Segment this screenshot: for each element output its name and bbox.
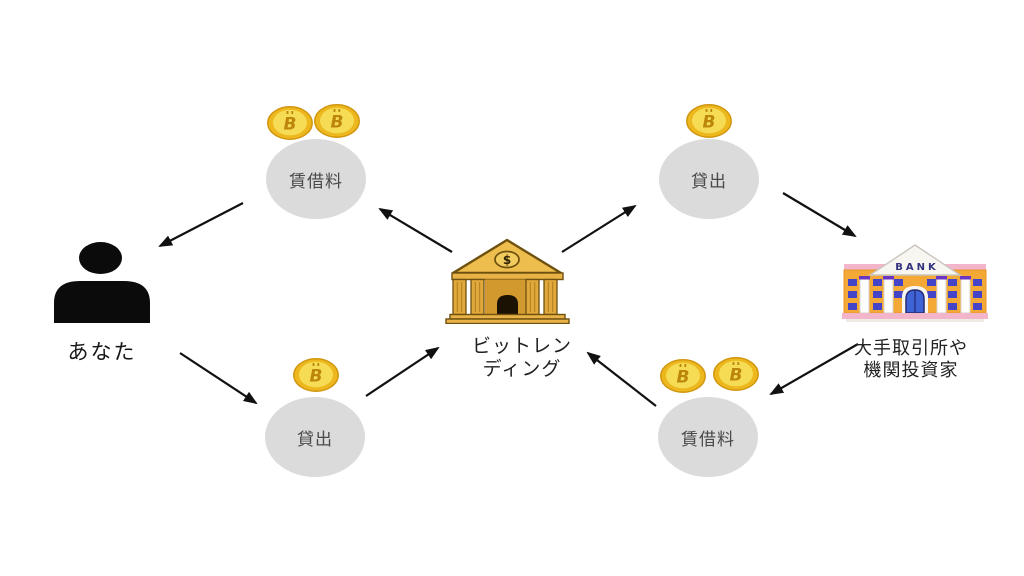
institution-base-band: [842, 313, 988, 319]
bitlending-label-line2: ディング: [482, 358, 562, 381]
coin-tick: [710, 109, 713, 112]
coin-b-glyph: B: [331, 113, 344, 133]
coin-tick: [684, 364, 687, 367]
coin-tick: [291, 111, 294, 114]
bubble-rent-top: 賃借料: [266, 139, 366, 219]
institution-sign: BANK: [895, 262, 938, 273]
bitlending-bank-icon: $: [445, 238, 570, 324]
bubble-lend-bottom-label: 貸出: [297, 429, 333, 450]
coin-tick: [705, 109, 708, 112]
bank-door: [497, 295, 518, 315]
dollar-sign: $: [503, 253, 511, 267]
bubble-lend-bottom: 貸出: [265, 397, 365, 477]
person-icon: [54, 242, 150, 323]
bitcoin-coin-icon: B: [293, 358, 339, 392]
bubble-lend-top-label: 貸出: [691, 171, 727, 192]
institution-step: [846, 319, 984, 322]
arrow-bitlending-to-lend-top: [561, 204, 637, 253]
arrow-rent-bottom-to-bitlending: [586, 351, 657, 407]
institution-label-line1: 大手取引所や: [854, 338, 968, 359]
coin-face: [299, 361, 333, 388]
bitlending-label-line1: ビットレン: [471, 335, 572, 357]
coin-tick: [286, 111, 289, 114]
bitcoin-coin-icon: B: [267, 106, 313, 140]
bitcoin-coin-icon: B: [686, 104, 732, 138]
bitcoin-coin-icon: B: [660, 359, 706, 393]
coin-b-glyph: B: [703, 113, 716, 133]
coin-tick: [737, 362, 740, 365]
arrow-lend-bottom-to-bitlending: [365, 346, 440, 397]
coin-face: [273, 109, 307, 136]
bubble-rent-top-label: 賃借料: [289, 171, 343, 192]
institution-label: 大手取引所や 機関投資家: [836, 338, 986, 382]
bubble-lend-top: 貸出: [659, 139, 759, 219]
arrow-user-to-lend-bottom: [179, 352, 258, 405]
bubble-rent-bottom: 賃借料: [658, 397, 758, 477]
institution-pediment: [867, 244, 963, 276]
person-head: [79, 242, 122, 274]
coin-tick: [312, 363, 315, 366]
coin-tick: [317, 363, 320, 366]
coin-b-glyph: B: [310, 367, 323, 387]
user-label: あなた: [67, 340, 137, 364]
bubble-rent-bottom-label: 賃借料: [681, 429, 735, 450]
coin-face: [666, 362, 700, 389]
coin-tick: [338, 109, 341, 112]
coin-b-glyph: B: [677, 368, 690, 388]
arrow-bitlending-to-rent-top: [378, 207, 453, 253]
bitcoin-coin-icon: B: [314, 104, 360, 138]
coin-b-glyph: B: [284, 115, 297, 135]
bank-pediment-medallion: [494, 250, 520, 269]
coin-face: [320, 107, 354, 134]
bitcoin-coin-icon: B: [713, 357, 759, 391]
bitlending-label: ビットレン ディング: [447, 335, 597, 381]
arrow-rent-top-to-user: [158, 202, 244, 247]
bank-step-lower: [445, 318, 570, 324]
coin-tick: [679, 364, 682, 367]
institution-windows: [848, 279, 982, 310]
bank-entablature: [451, 272, 564, 281]
coin-face: [692, 107, 726, 134]
coin-tick: [333, 109, 336, 112]
institution-bank-icon: BANK: [842, 244, 988, 322]
institution-label-line2: 機関投資家: [863, 359, 959, 381]
person-body: [54, 281, 150, 323]
arrow-lend-top-to-institution: [782, 192, 857, 238]
coin-face: [719, 360, 753, 387]
coin-tick: [732, 362, 735, 365]
coin-b-glyph: B: [730, 366, 743, 386]
